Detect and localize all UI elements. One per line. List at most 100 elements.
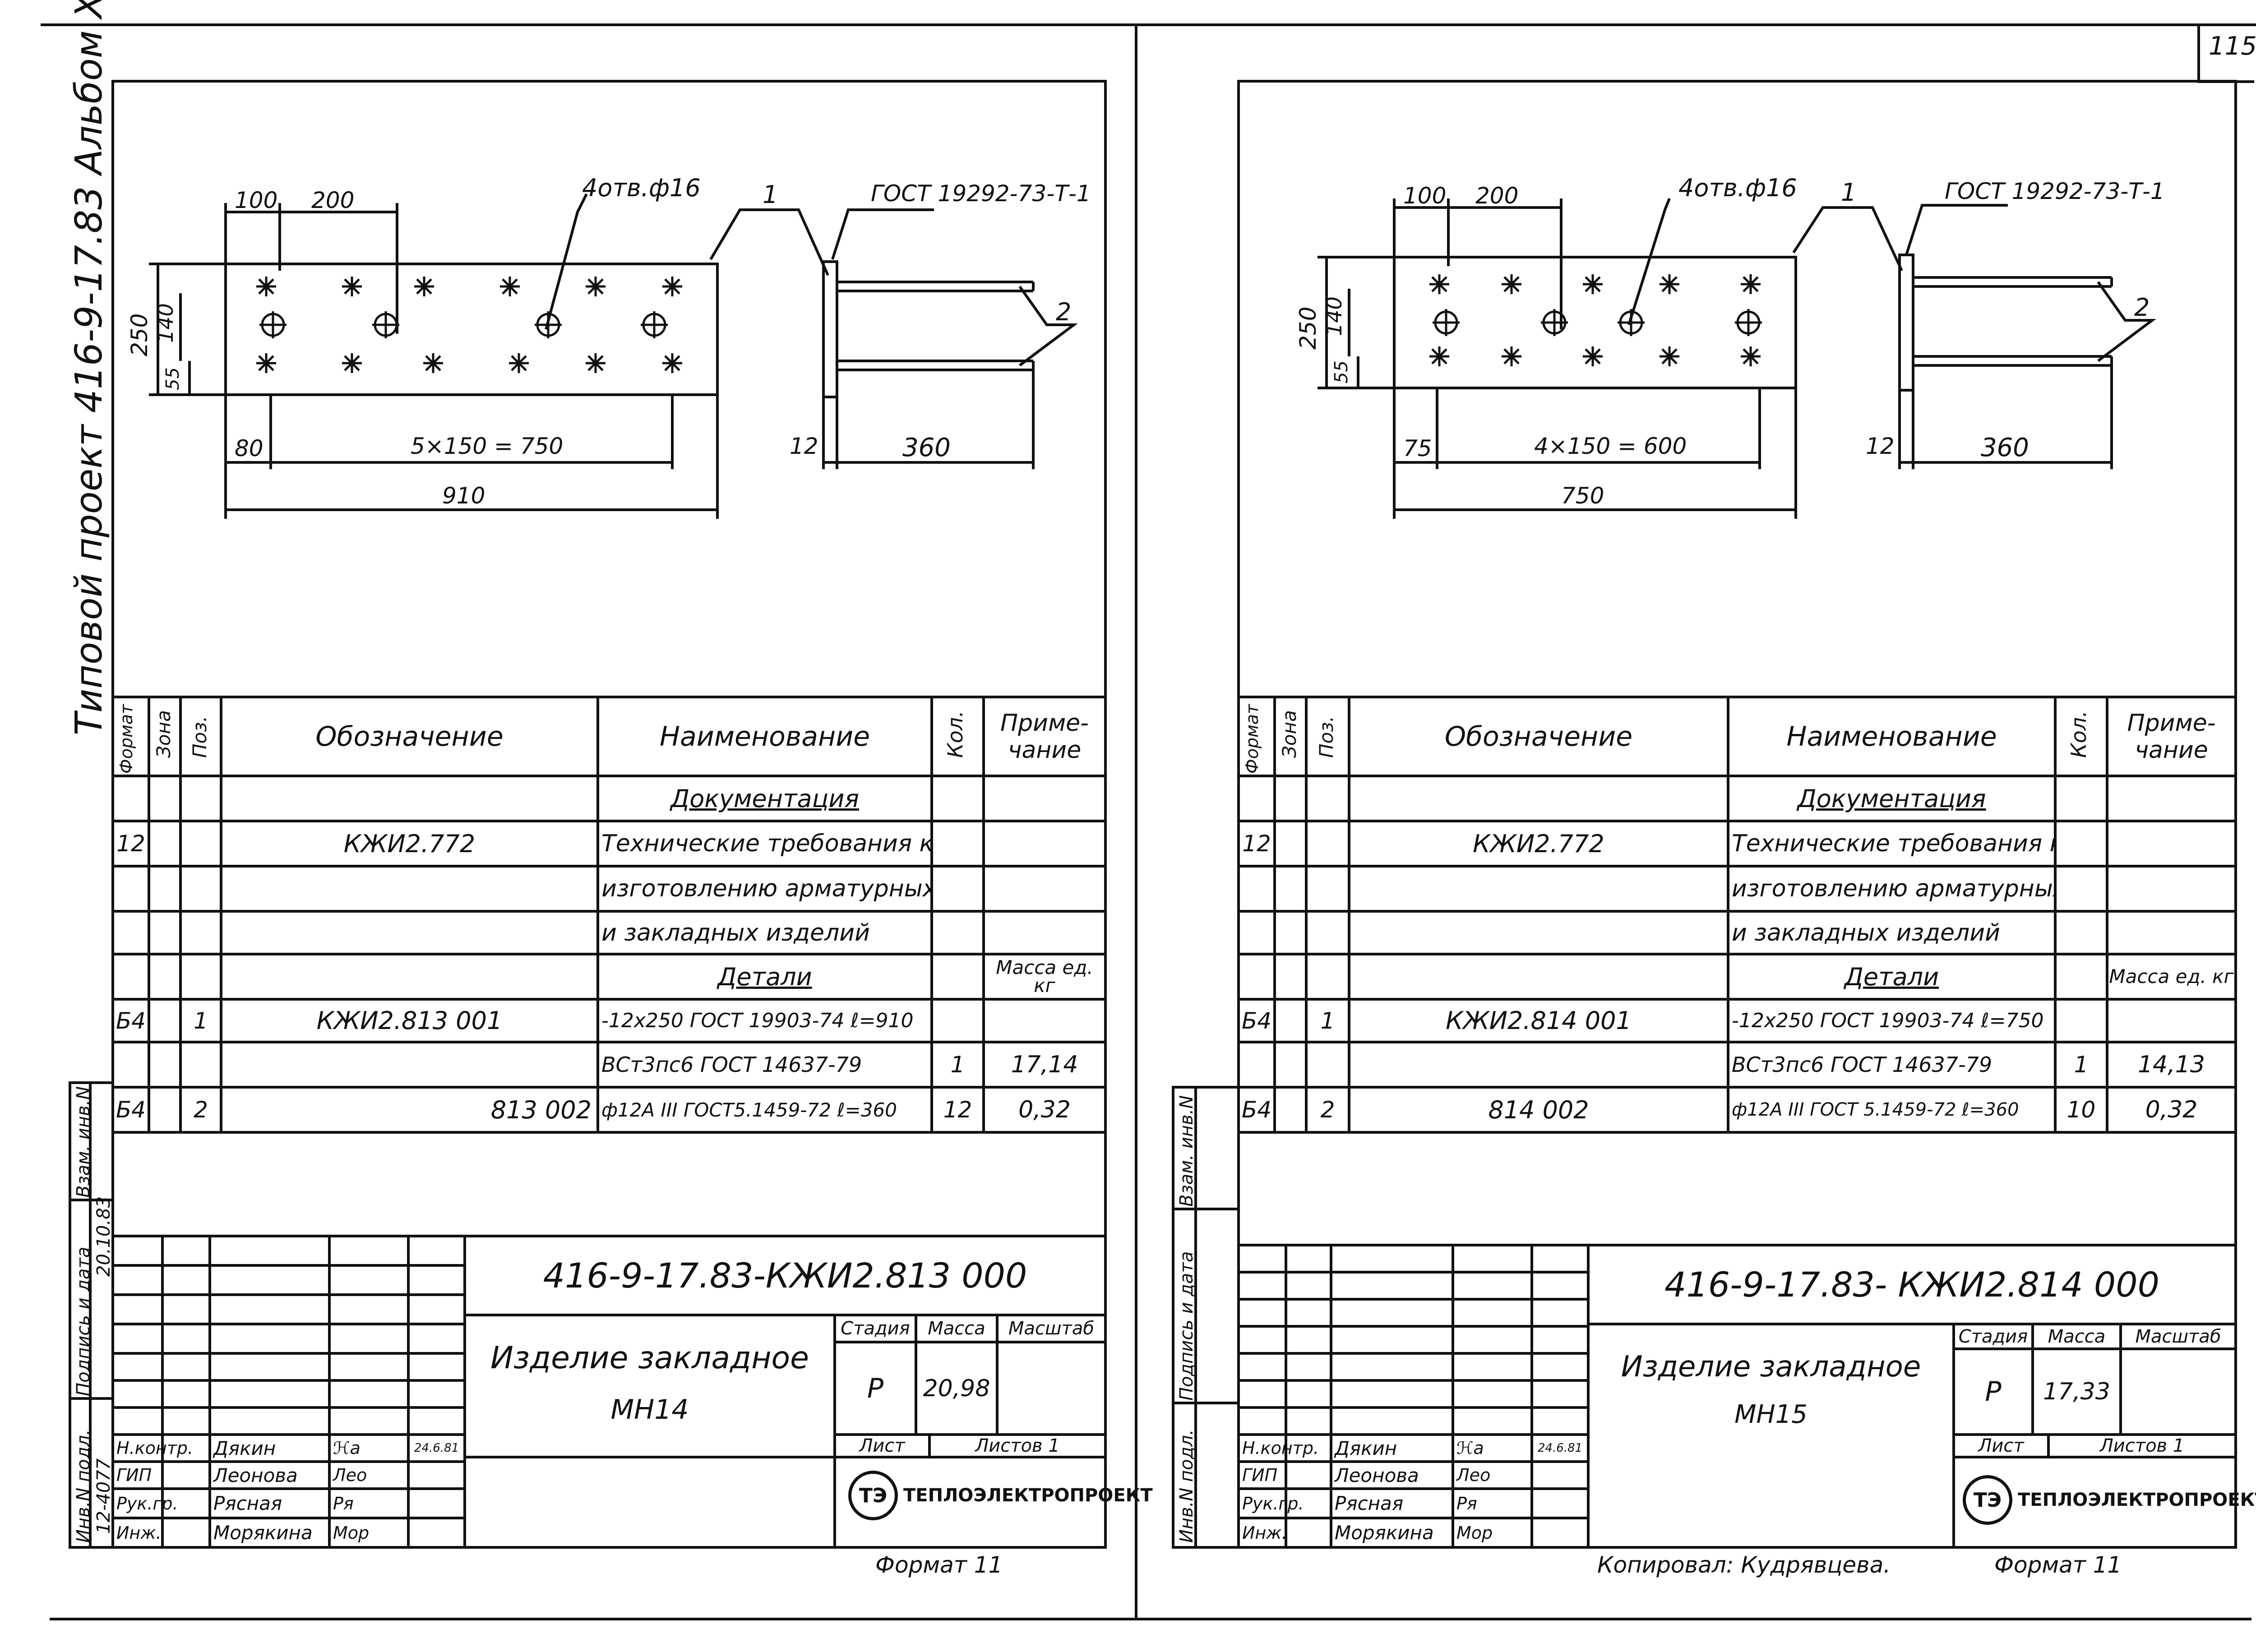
signer-role: Н.контр. xyxy=(116,1438,194,1458)
row-note: Масса ед. кг xyxy=(2109,965,2234,988)
row-name: Детали xyxy=(717,962,812,991)
row-fmt: Б4 xyxy=(1241,1097,1272,1123)
mass-value: 17,33 xyxy=(2043,1378,2110,1405)
bottom-border-line xyxy=(50,1618,2251,1620)
right-plate-edge xyxy=(1898,254,1914,392)
dim-top-1: 100 xyxy=(235,187,278,213)
callout-1: 1 xyxy=(1841,178,1857,207)
sheet-number: 115 xyxy=(2209,32,2256,61)
dim-bot-pitch: 4×150 = 600 xyxy=(1534,433,1687,459)
hdr-note: Приме-чание xyxy=(2127,709,2216,764)
teploelektroproekt-logo-icon: ТЭ xyxy=(848,1471,898,1520)
format-label: Формат 11 xyxy=(1994,1552,2122,1578)
holes-note: 4отв.ф16 xyxy=(582,174,701,202)
dim-top-2: 200 xyxy=(311,187,355,213)
hdr-code: Обозначение xyxy=(1444,720,1633,752)
signer-sign: ℋa xyxy=(333,1438,361,1458)
dim-thick: 12 xyxy=(790,433,818,459)
signer-sign: Ря xyxy=(1456,1493,1477,1514)
dim-h-mid: 140 xyxy=(1322,296,1346,336)
row-code: КЖИ2.772 xyxy=(343,829,476,858)
left-spec-grid xyxy=(113,696,1105,1134)
dim-thick: 12 xyxy=(1866,433,1895,459)
signer-name: Леонова xyxy=(213,1464,298,1486)
stamp-podpis: Подпись и дата xyxy=(1176,1251,1197,1401)
callout-1: 1 xyxy=(763,180,778,209)
row-qty: 10 xyxy=(2066,1097,2096,1123)
stamp-vzam: Взам. инв.N xyxy=(73,1086,94,1198)
signer-role: ГИП xyxy=(116,1465,152,1485)
signer-date: 24.6.81 xyxy=(1537,1441,1583,1455)
signer-name: Морякина xyxy=(213,1522,313,1544)
dim-top-1: 100 xyxy=(1403,183,1447,209)
hdr-code: Обозначение xyxy=(315,720,504,752)
row-fmt: Б4 xyxy=(116,1007,146,1034)
org-logo: ТЭ ТЕПЛОЭЛЕКТРОПРОЕКТ xyxy=(848,1471,1153,1520)
row-fmt: Б4 xyxy=(1241,1007,1272,1034)
holes-note: 4отв.ф16 xyxy=(1678,174,1797,202)
left-plate xyxy=(224,263,719,396)
row-code: 814 002 xyxy=(1488,1095,1589,1124)
hdr-zone: Зона xyxy=(153,710,175,758)
stage-label: Стадия xyxy=(841,1318,910,1339)
hdr-format: Формат xyxy=(1242,704,1262,774)
row-code: КЖИ2.814 001 xyxy=(1446,1006,1632,1035)
org-name: ТЕПЛОЭЛЕКТРОПРОЕКТ xyxy=(903,1485,1153,1506)
doc-code: 416-9-17.83- КЖИ2.814 000 xyxy=(1664,1264,2159,1305)
dim-top-2: 200 xyxy=(1475,183,1519,209)
row-pos: 2 xyxy=(1320,1097,1335,1123)
stage-label: Стадия xyxy=(1958,1326,2028,1347)
row-fmt: 12 xyxy=(116,831,145,857)
right-plate xyxy=(1393,256,1797,389)
sheets-label: Листов 1 xyxy=(975,1435,1060,1456)
row-name: и закладных изделий xyxy=(1732,919,2000,946)
scale-label: Масштаб xyxy=(1008,1318,1095,1339)
stamp-podpis: Подпись и дата xyxy=(73,1246,94,1396)
row-name: Документация xyxy=(670,784,859,813)
copied-by: Копировал: Кудрявцева. xyxy=(1597,1552,1891,1578)
row-qty: 12 xyxy=(943,1097,972,1123)
gost-plate: ГОСТ 19292-73-Т-1 xyxy=(1945,178,2165,204)
signer-name: Дякин xyxy=(1335,1437,1397,1459)
hdr-note: Приме-чание xyxy=(1000,709,1089,764)
hdr-qty: Кол. xyxy=(943,711,967,758)
hdr-pos: Поз. xyxy=(1315,716,1337,758)
teploelektroproekt-logo-icon: ТЭ xyxy=(1963,1475,2012,1525)
mass-label: Масса xyxy=(2048,1326,2106,1347)
row-code: КЖИ2.772 xyxy=(1473,829,1604,858)
signer-sign: Мор xyxy=(333,1523,370,1543)
signer-date: 24.6.81 xyxy=(414,1441,459,1455)
scale-label: Масштаб xyxy=(2135,1326,2221,1347)
dim-bot-edge: 80 xyxy=(235,435,264,461)
row-code: 813 002 xyxy=(490,1095,592,1124)
sheet-label: Лист xyxy=(859,1435,905,1456)
signer-name: Леонова xyxy=(1335,1464,1419,1486)
hdr-pos: Поз. xyxy=(189,716,211,758)
row-name: изготовлению арматурных xyxy=(601,875,932,902)
hdr-name: Наименование xyxy=(659,720,870,752)
hdr-name: Наименование xyxy=(1786,720,1997,752)
row-name: Детали xyxy=(1844,962,1939,991)
row-code: КЖИ2.813 001 xyxy=(316,1006,503,1035)
gost-plate: ГОСТ 19292-73-Т-1 xyxy=(871,180,1091,207)
row-fmt: 12 xyxy=(1242,831,1271,857)
left-plate-edge xyxy=(822,260,838,398)
org-name: ТЕПЛОЭЛЕКТРОПРОЕКТ xyxy=(2018,1490,2256,1510)
right-bar-marks xyxy=(1429,274,1762,366)
row-note: 17,14 xyxy=(1011,1051,1078,1078)
sheets-label: Листов 1 xyxy=(2099,1435,2185,1456)
row-name: Технические требования к xyxy=(1732,830,2055,857)
signer-name: Морякина xyxy=(1335,1522,1434,1544)
hdr-zone: Зона xyxy=(1278,710,1300,758)
item-mark: МН14 xyxy=(610,1394,689,1426)
item-name: Изделие закладное xyxy=(490,1340,809,1376)
stage-value: Р xyxy=(1985,1376,2002,1407)
dim-bar-len: 360 xyxy=(1981,433,2029,462)
row-pos: 1 xyxy=(1320,1007,1335,1034)
dim-bot-total: 910 xyxy=(442,483,485,509)
callout-2: 2 xyxy=(1056,298,1072,326)
dim-bar-len: 360 xyxy=(902,433,951,462)
mass-label: Масса xyxy=(928,1318,985,1339)
format-label: Формат 11 xyxy=(875,1552,1003,1578)
signer-name: Рясная xyxy=(1335,1492,1404,1514)
